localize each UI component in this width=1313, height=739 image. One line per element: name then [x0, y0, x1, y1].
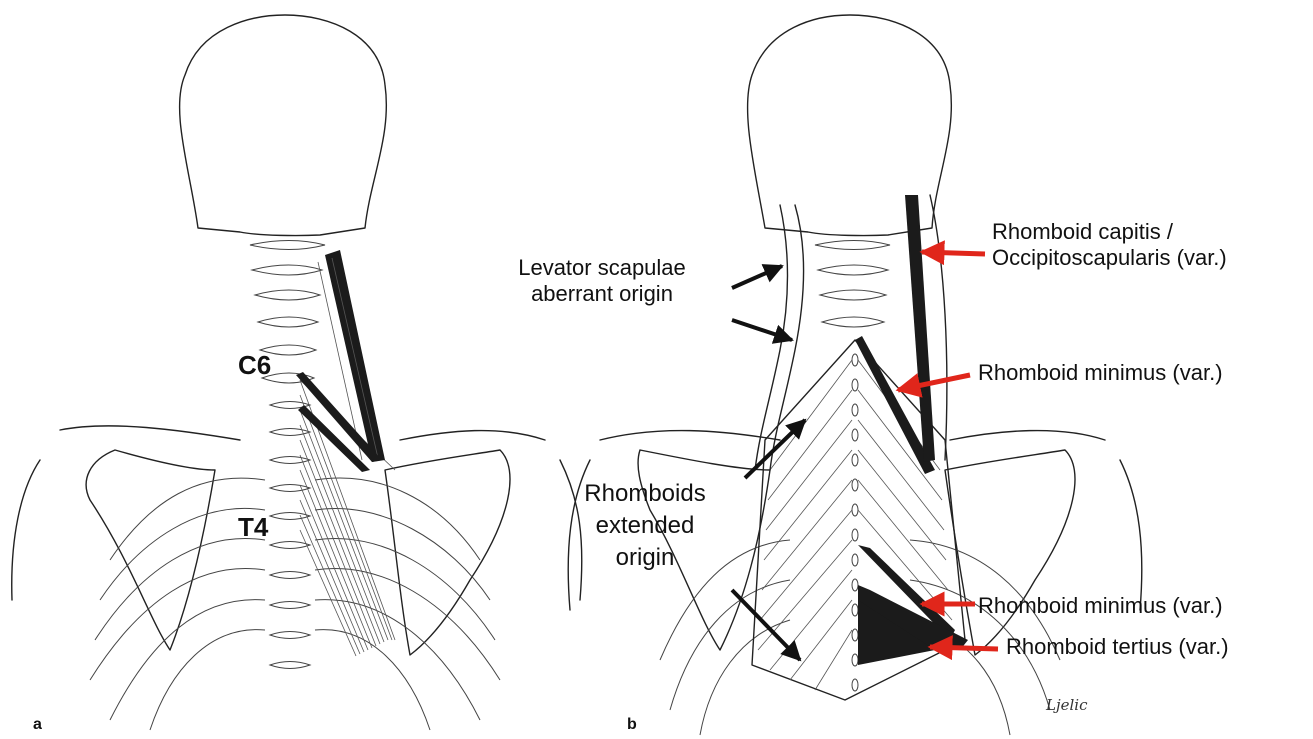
- arrow-capitis: [922, 252, 985, 254]
- capitis-label-line2: Occipitoscapularis (var.): [992, 245, 1227, 271]
- scapula-left-a: [86, 450, 215, 650]
- levator-label-line2: aberrant origin: [482, 281, 722, 307]
- arrow-tertius: [930, 647, 998, 649]
- rhomboids-label-line3: origin: [560, 542, 730, 574]
- capitis-label-line1: Rhomboid capitis /: [992, 219, 1227, 245]
- rhomboid-minimus-lower-label: Rhomboid minimus (var.): [978, 593, 1223, 619]
- cervical-spine-b: [815, 241, 890, 328]
- vertebra-label-t4: T4: [238, 512, 268, 543]
- rhomboid-minimus-upper-label: Rhomboid minimus (var.): [978, 360, 1223, 386]
- skull-b: [748, 15, 952, 236]
- spinous-processes-b: [852, 354, 858, 691]
- rhomboid-tertius-label: Rhomboid tertius (var.): [1006, 634, 1229, 660]
- ribs-a: [90, 478, 500, 730]
- arrow-levator-upper: [732, 266, 782, 288]
- thoracic-spine-a: [270, 402, 310, 669]
- artist-signature: Ljelic: [1046, 696, 1087, 714]
- panel-label-a: a: [33, 716, 42, 734]
- clavicle-right-a: [400, 431, 545, 440]
- panel-a-drawing: [12, 15, 582, 730]
- clavicle-left-a: [60, 426, 240, 440]
- arrow-rhomboids-lower: [732, 590, 800, 660]
- rhomboids-label-line1: Rhomboids: [560, 478, 730, 510]
- rhomboids-extended-label: Rhomboids extended origin: [560, 478, 730, 574]
- panel-label-b: b: [627, 716, 637, 734]
- levator-label: Levator scapulae aberrant origin: [482, 255, 722, 307]
- arrow-minimus-upper: [898, 375, 970, 390]
- vertebra-label-c6: C6: [238, 350, 271, 381]
- levator-label-line1: Levator scapulae: [482, 255, 722, 281]
- rhomboid-capitis-label: Rhomboid capitis / Occipitoscapularis (v…: [992, 219, 1227, 271]
- rhomboid-capitis-b: [905, 195, 935, 462]
- skull-a: [180, 15, 387, 236]
- rhomboids-label-line2: extended: [560, 510, 730, 542]
